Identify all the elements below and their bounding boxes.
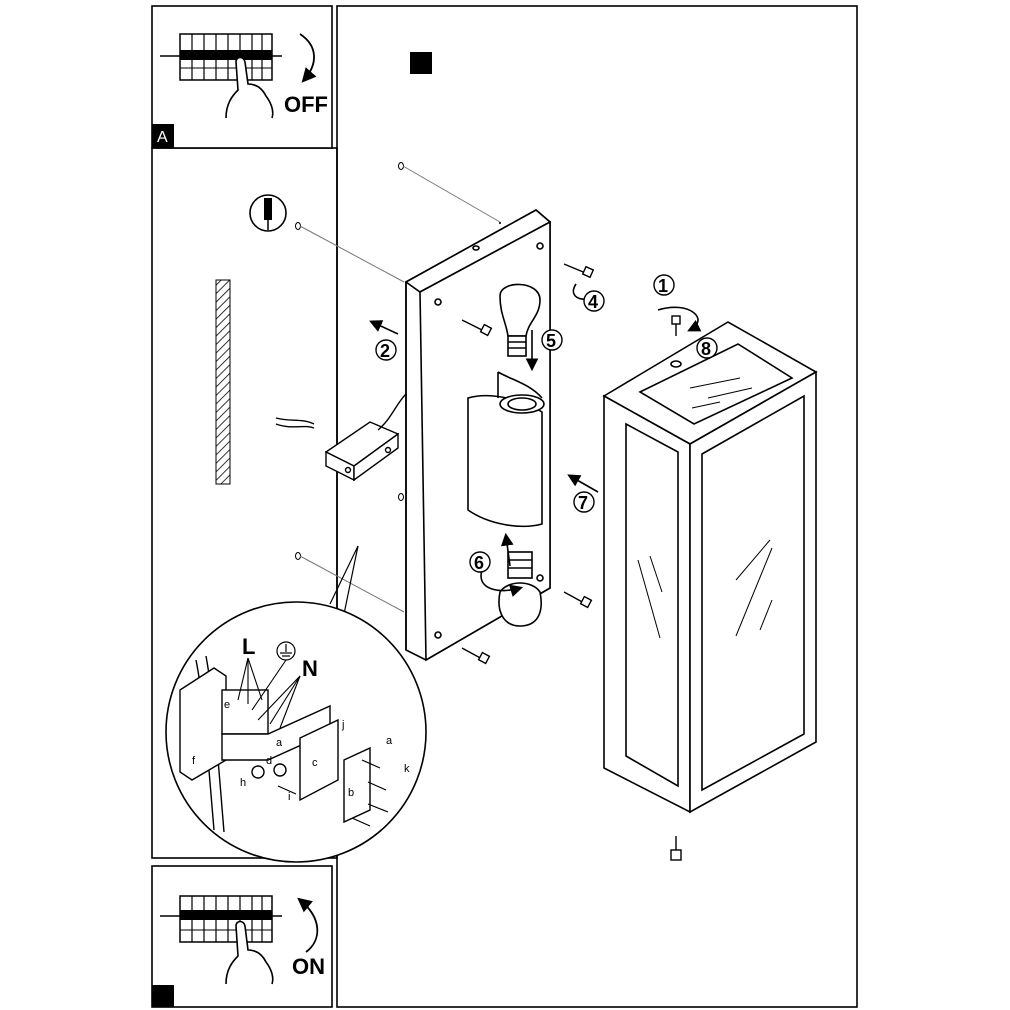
arrow-icon xyxy=(297,897,319,953)
glass-housing xyxy=(602,321,818,814)
letter-a-2: a xyxy=(386,735,393,747)
wall-hatch xyxy=(215,279,231,485)
step-6-label: 6 xyxy=(474,553,484,573)
badge-b xyxy=(152,985,174,1007)
step-7-label: 7 xyxy=(578,493,588,513)
hand-icon xyxy=(225,920,274,985)
step-5-label: 5 xyxy=(546,331,556,351)
light-bulb-icon xyxy=(499,283,541,357)
circuit-breaker-icon xyxy=(160,33,282,81)
letter-f: f xyxy=(192,755,196,767)
letter-c: c xyxy=(312,757,318,769)
step-4-label: 4 xyxy=(588,292,598,312)
step-2-label: 2 xyxy=(380,341,390,361)
letter-d: d xyxy=(266,755,272,767)
badge-a-label: A xyxy=(157,129,168,146)
letter-b: b xyxy=(348,787,354,799)
live-label: L xyxy=(242,634,255,659)
step-arrows xyxy=(369,222,702,597)
ground-symbol-icon xyxy=(276,641,296,661)
screw-icon xyxy=(277,759,389,827)
letter-i: i xyxy=(288,791,290,803)
glass-reflection xyxy=(637,377,773,639)
cable-junction-box xyxy=(275,393,407,482)
on-label: ON xyxy=(292,954,325,979)
letter-a-1: a xyxy=(276,737,283,749)
step-8-label: 8 xyxy=(701,339,711,359)
badge-a xyxy=(152,124,174,148)
panel-off: OFF A xyxy=(151,5,333,149)
arrow-icon xyxy=(299,33,317,83)
hand-icon xyxy=(225,56,274,119)
step-numbers: 1 2 3 4 5 6 7 8 xyxy=(367,274,718,688)
badge-main xyxy=(410,52,432,74)
circuit-breaker-icon xyxy=(160,895,282,943)
off-label: OFF xyxy=(284,92,328,117)
letter-k: k xyxy=(404,763,410,775)
screw-icon xyxy=(461,263,682,861)
step-1-label: 1 xyxy=(658,276,668,296)
lamp-shade xyxy=(467,371,545,528)
drill-holes xyxy=(295,162,501,613)
letter-e: e xyxy=(224,699,230,711)
neutral-label: N xyxy=(302,656,318,681)
letter-h: h xyxy=(240,777,246,789)
wiring-detail: L N a a b c d e f h i j k xyxy=(165,545,427,863)
panel-on: ON xyxy=(151,865,333,1008)
drill-icon xyxy=(249,194,287,232)
letter-j: j xyxy=(341,719,344,731)
